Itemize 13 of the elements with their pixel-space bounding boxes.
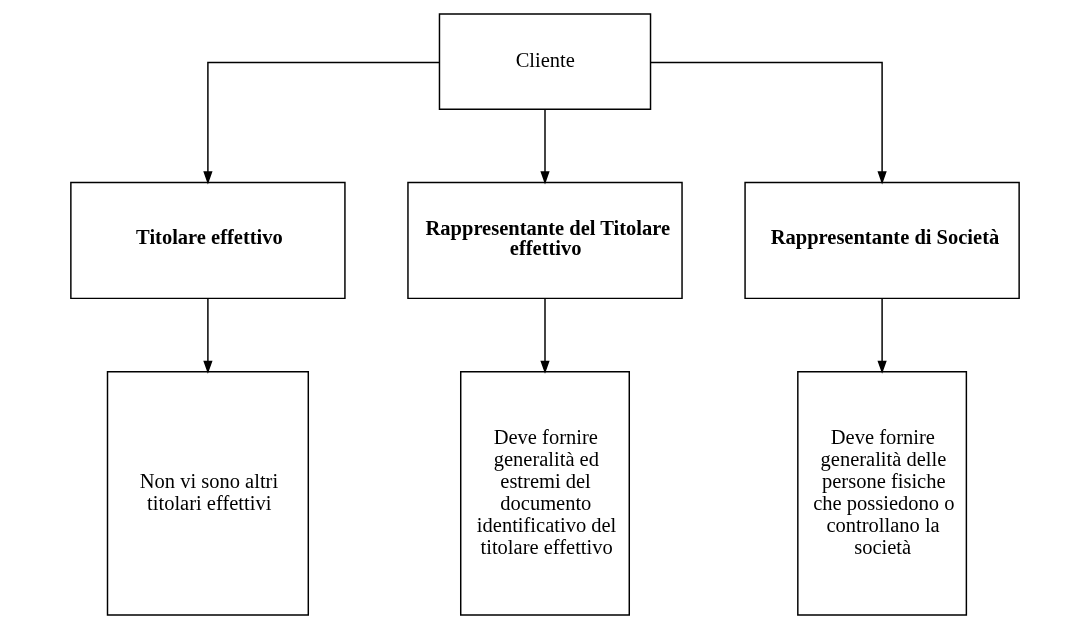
node-box: Titolare effettivo <box>70 181 346 300</box>
arrow <box>203 61 440 185</box>
arrow <box>877 297 887 374</box>
arrow <box>540 108 550 185</box>
node-box: Rappresentante del Titolare effettivo <box>407 181 683 300</box>
node-box: Deve fornire generalità delle persone fisiche che possiedono o controllano la società <box>797 370 968 616</box>
arrow <box>203 297 213 374</box>
node-box: Deve fornire generalità ed estremi del documento identificativo del titolare effettivo <box>460 370 630 616</box>
node-box: Non vi sono altri titolari effettivi <box>106 370 310 616</box>
node-box: Cliente <box>438 13 652 111</box>
arrow <box>540 297 550 374</box>
arrow <box>650 61 887 185</box>
node-box: Rappresentante di Società <box>744 181 1020 300</box>
